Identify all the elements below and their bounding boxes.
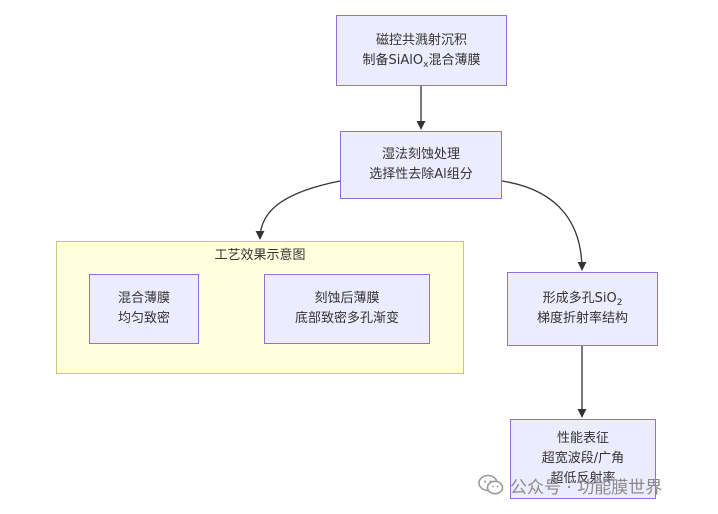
- node-perf-line2: 超宽波段/广角: [541, 451, 625, 466]
- edge-etch-to-porous: [501, 180, 587, 271]
- node-perf-line1: 性能表征: [556, 431, 609, 446]
- node-etch-line2: 选择性去除Al组分: [369, 167, 473, 182]
- node-wet-etching: 湿法刻蚀处理 选择性去除Al组分: [340, 131, 502, 199]
- node-after-line2: 底部致密多孔渐变: [294, 311, 399, 326]
- node-after-line1: 刻蚀后薄膜: [314, 291, 380, 306]
- node-etch-line1: 湿法刻蚀处理: [381, 147, 460, 162]
- cluster-title: 工艺效果示意图: [214, 248, 306, 263]
- node-etched-film: 刻蚀后薄膜 底部致密多孔渐变: [264, 274, 430, 344]
- node-mixed-film: 混合薄膜 均匀致密: [89, 274, 199, 344]
- node-porous-sio2: 形成多孔SiO2 梯度折射率结构: [507, 272, 658, 346]
- watermark: 公众号 · 功能膜世界: [478, 470, 662, 500]
- node-mixed-line2: 均匀致密: [117, 311, 170, 326]
- node-sputter-deposition: 磁控共溅射沉积 制备SiAlOx混合薄膜: [336, 15, 507, 86]
- node-perf-line3: 超低反射率: [550, 471, 616, 486]
- node-sputter-line1: 磁控共溅射沉积: [375, 32, 467, 48]
- node-porous-line2: 梯度折射率结构: [536, 311, 628, 326]
- wechat-icon: [478, 474, 504, 495]
- watermark-text: 公众号 · 功能膜世界: [510, 477, 663, 498]
- node-porous-line1: 形成多孔SiO2: [542, 291, 623, 308]
- node-mixed-line1: 混合薄膜: [117, 291, 170, 306]
- node-performance: 性能表征 超宽波段/广角 超低反射率: [510, 419, 656, 499]
- node-sputter-line2: 制备SiAlOx混合薄膜: [362, 52, 481, 70]
- edge-etch-to-cluster: [255, 180, 341, 240]
